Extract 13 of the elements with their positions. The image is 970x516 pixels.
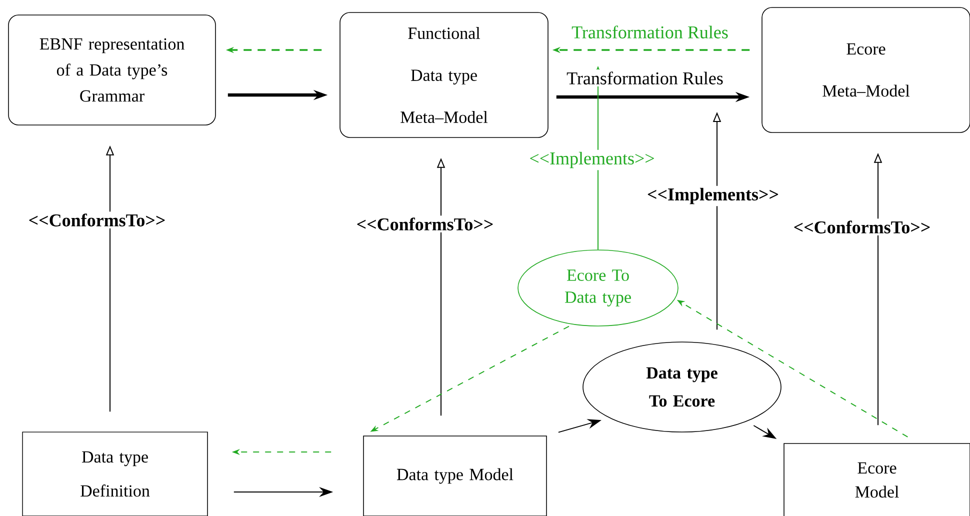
edge-label: <<ConformsTo>>: [791, 218, 933, 236]
edge-label: <<Implements>>: [527, 150, 657, 170]
edge-label: Transformation Rules: [564, 70, 726, 86]
edge-label: <<ConformsTo>>: [354, 216, 496, 232]
process-box: Data type Model: [363, 436, 547, 516]
process-box: Data type Definition: [22, 432, 208, 516]
edge-label: <<ConformsTo>>: [26, 212, 168, 228]
edge-label: <<Implements>>: [645, 186, 782, 206]
edge-label: Transformation Rules: [570, 24, 730, 40]
process-box: Ecore Model: [784, 443, 970, 516]
process-box: Functional Data type Meta–Model: [340, 12, 548, 138]
process-box: Ecore Meta–Model: [762, 7, 970, 133]
process-box: EBNF representation of a Data type’s Grammar: [8, 14, 216, 126]
